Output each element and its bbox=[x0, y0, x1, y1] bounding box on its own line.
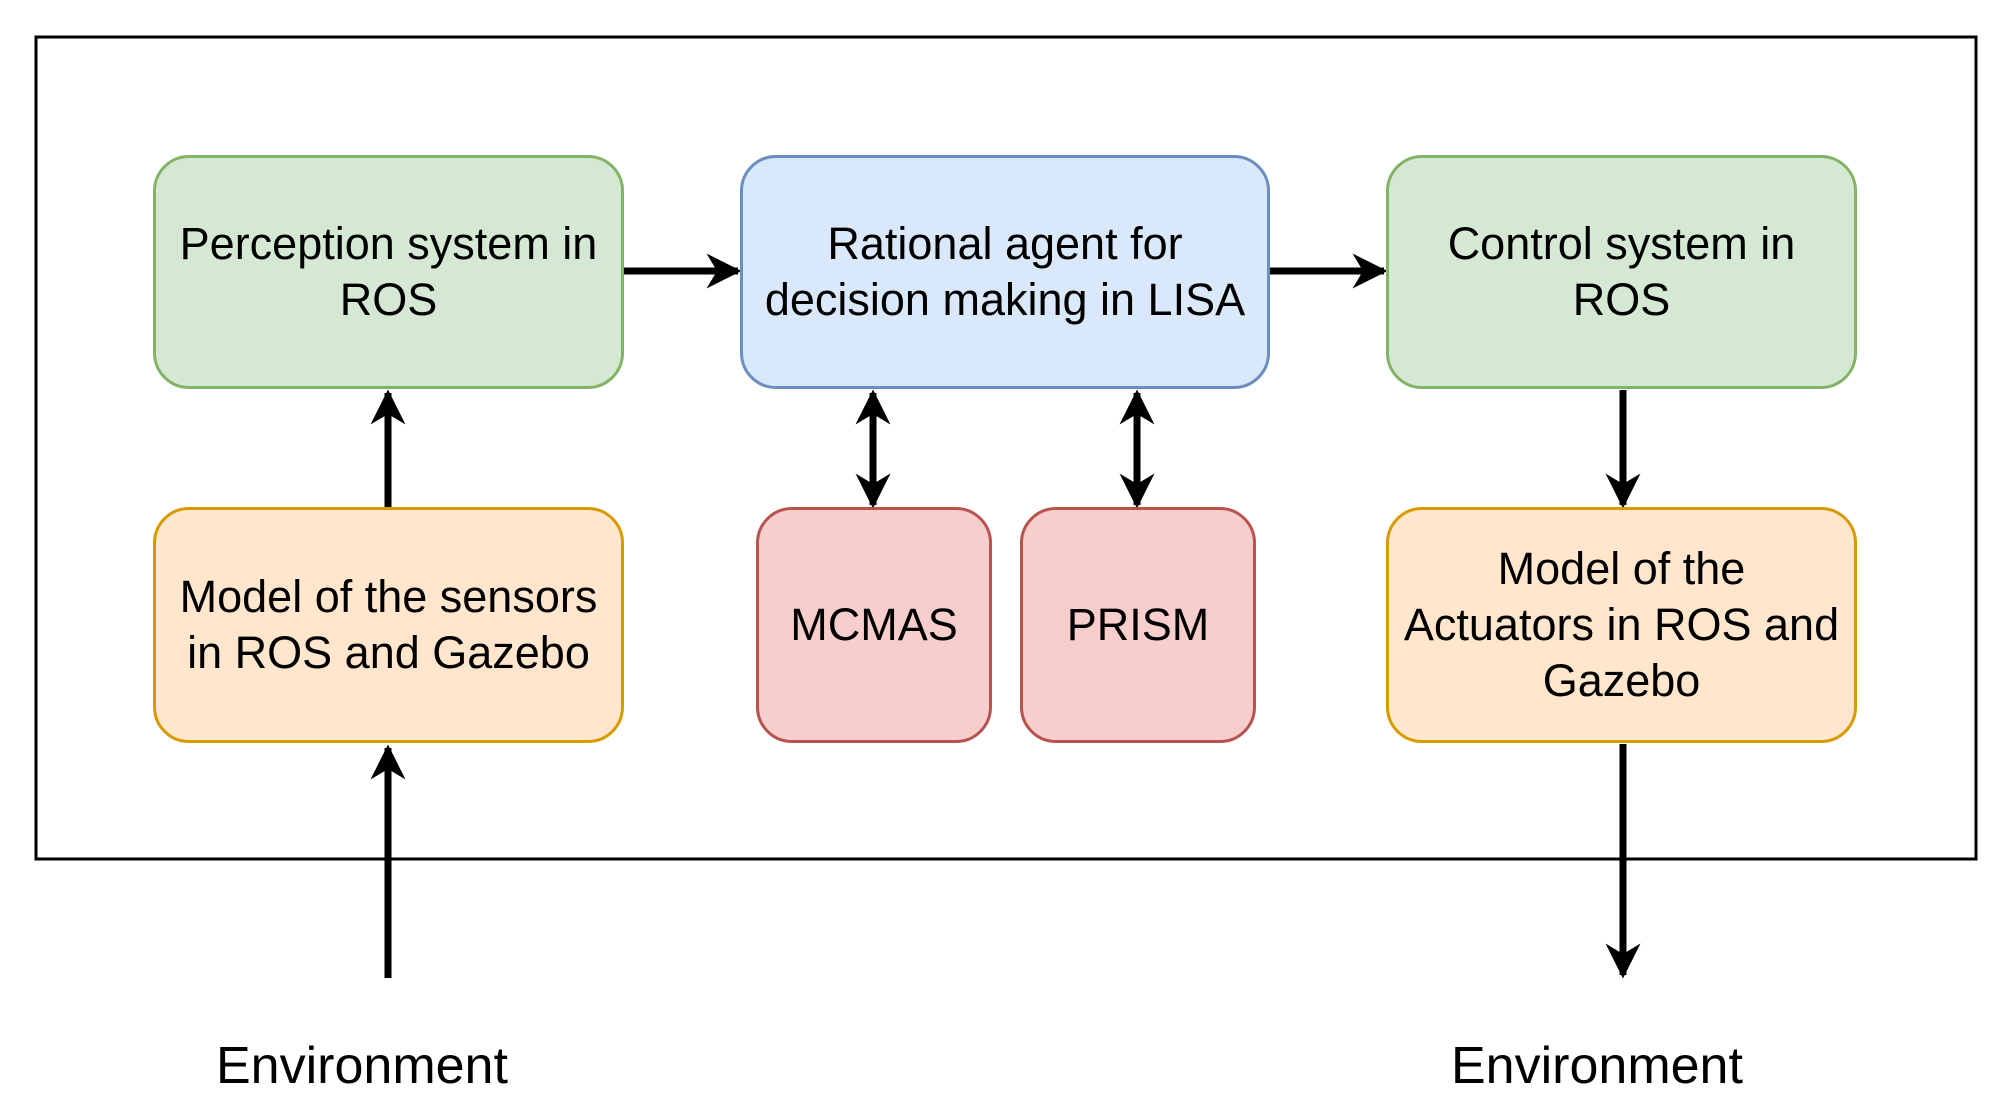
node-actuators-model-label: Model of the Actuators in ROS and Gazebo bbox=[1403, 543, 1840, 706]
node-control-label: Control system in ROS bbox=[1447, 218, 1796, 325]
node-rational-agent-label: Rational agent for decision making in LI… bbox=[764, 218, 1246, 325]
node-sensors-model-label: Model of the sensors in ROS and Gazebo bbox=[179, 571, 598, 678]
environment-label-right: Environment bbox=[1451, 1037, 1743, 1095]
node-rational-agent: Rational agent for decision making in LI… bbox=[740, 155, 1270, 389]
system-boundary bbox=[34, 35, 1978, 861]
node-control-system: Control system in ROS bbox=[1386, 155, 1857, 389]
node-actuators-model: Model of the Actuators in ROS and Gazebo bbox=[1386, 507, 1857, 743]
node-sensors-model: Model of the sensors in ROS and Gazebo bbox=[153, 507, 624, 743]
node-perception-label: Perception system in ROS bbox=[179, 218, 598, 325]
node-prism: PRISM bbox=[1020, 507, 1256, 743]
node-mcmas-label: MCMAS bbox=[790, 599, 958, 650]
node-perception-system: Perception system in ROS bbox=[153, 155, 624, 389]
environment-label-left: Environment bbox=[216, 1037, 508, 1095]
node-mcmas: MCMAS bbox=[756, 507, 992, 743]
node-prism-label: PRISM bbox=[1066, 599, 1210, 650]
